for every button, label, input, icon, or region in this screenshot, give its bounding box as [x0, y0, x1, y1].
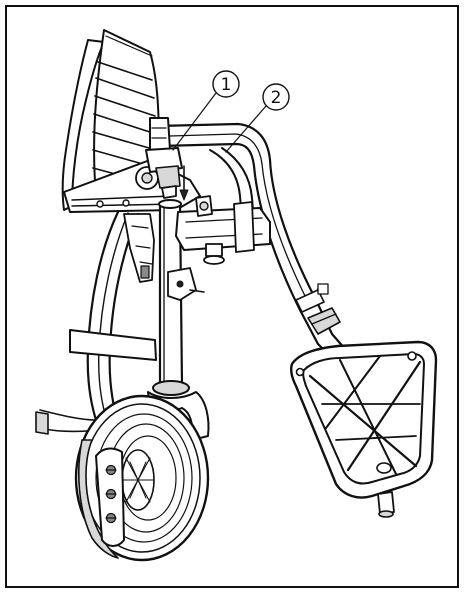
callout-circle	[262, 83, 290, 111]
footplate	[290, 340, 438, 518]
fork-side-plate	[95, 447, 125, 547]
legrest-inner-bar	[209, 147, 255, 223]
callout-circle	[212, 70, 240, 98]
height-adjustment-lever	[145, 117, 189, 201]
callout-number-1: 1	[221, 75, 232, 95]
front-frame-bracket	[123, 213, 155, 283]
callout-1: 1	[172, 70, 240, 151]
front-caster-wheel	[74, 394, 210, 562]
legrest-mount-clamp	[175, 195, 271, 265]
callout-number-2: 2	[271, 88, 282, 108]
callout-2: 2	[225, 83, 290, 153]
